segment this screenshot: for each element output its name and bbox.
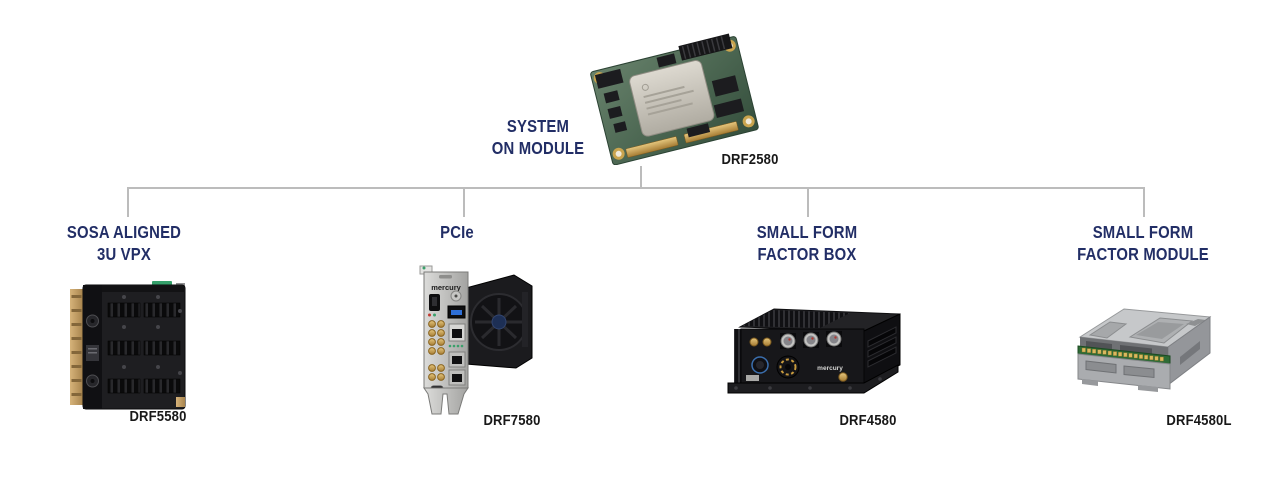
cpu-heat-spreader bbox=[629, 60, 715, 137]
branch-title-3u-vpx: SOSA ALIGNED 3U VPX bbox=[24, 221, 224, 265]
root-title: SYSTEM ON MODULE bbox=[438, 115, 638, 159]
branch1-title-line1: SOSA ALIGNED bbox=[66, 222, 182, 242]
vent-slots bbox=[107, 302, 181, 394]
root-title-line2: ON MODULE bbox=[491, 138, 585, 158]
circuit-board-illustration bbox=[590, 33, 759, 165]
branch-title-sff-box: SMALL FORM FACTOR BOX bbox=[707, 221, 907, 265]
branch1-title-line2: 3U VPX bbox=[97, 244, 151, 264]
branch4-title-line2: FACTOR MODULE bbox=[1077, 244, 1209, 264]
connector-stub-4 bbox=[1143, 187, 1145, 217]
usb-port bbox=[447, 305, 466, 319]
sma-connectors-lower bbox=[428, 364, 445, 381]
mounting-flange bbox=[727, 364, 899, 394]
branch3-title-line2: FACTOR BOX bbox=[757, 244, 857, 264]
brand-text: mercury bbox=[431, 283, 461, 292]
branch1-model-label: DRF5580 bbox=[129, 409, 187, 425]
branch-title-pcie: PCIe bbox=[357, 221, 557, 243]
box-front bbox=[740, 328, 865, 384]
connector-stub-1 bbox=[127, 187, 129, 217]
connector-stub-3 bbox=[807, 187, 809, 217]
sma-connectors bbox=[428, 320, 445, 355]
rugged-box-illustration: mercury bbox=[727, 308, 901, 394]
som-board-image bbox=[583, 33, 763, 165]
cooling-fan-shroud bbox=[465, 274, 533, 369]
pcie-card-illustration: mercury bbox=[419, 265, 533, 415]
pcie-card-image: mercury bbox=[406, 262, 548, 418]
branch4-title-line1: SMALL FORM bbox=[1092, 222, 1194, 242]
branch4-model-label: DRF4580L bbox=[1166, 413, 1232, 429]
vpx-card-image bbox=[64, 277, 196, 413]
mezzanine-connector bbox=[678, 33, 733, 61]
root-title-line1: SYSTEM bbox=[506, 116, 570, 136]
mil-connectors bbox=[749, 331, 848, 382]
rugged-box-image: mercury bbox=[710, 293, 908, 407]
bracket-feet bbox=[423, 387, 469, 415]
connector-stub-2 bbox=[463, 187, 465, 217]
sff-module-illustration bbox=[1077, 308, 1212, 392]
branch2-title-line1: PCIe bbox=[440, 222, 474, 242]
branch3-model-label: DRF4580 bbox=[839, 413, 897, 429]
brand-text: mercury bbox=[817, 365, 843, 372]
pcb-edge bbox=[1077, 345, 1171, 365]
vpx-card-illustration bbox=[70, 281, 186, 410]
connector-horizontal bbox=[127, 187, 1145, 189]
branch3-title-line1: SMALL FORM bbox=[756, 222, 858, 242]
branch-title-sff-module: SMALL FORM FACTOR MODULE bbox=[1033, 221, 1253, 265]
ethernet-port bbox=[448, 323, 466, 342]
sff-module-image bbox=[1068, 297, 1220, 403]
pcb-edge-connectors bbox=[70, 289, 83, 405]
heatsink-fins bbox=[742, 310, 850, 328]
connector-root-drop bbox=[640, 166, 642, 188]
branch2-model-label: DRF7580 bbox=[483, 413, 541, 429]
root-model-label: DRF2580 bbox=[721, 152, 779, 168]
